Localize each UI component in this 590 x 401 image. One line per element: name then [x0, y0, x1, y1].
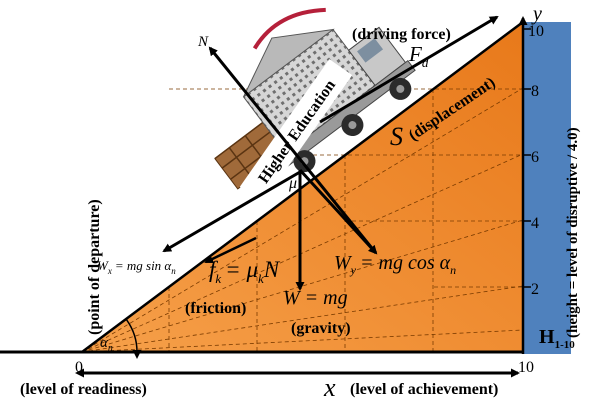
- mu-label: μ: [288, 175, 297, 192]
- parallel-weight-arrow: [162, 170, 301, 253]
- displacement-symbol: S: [390, 122, 403, 151]
- normal-force-arrow: [208, 46, 377, 253]
- y-tick-label: 4: [531, 215, 539, 232]
- height-h-label: H1-10: [539, 326, 575, 351]
- departure-caption: (point of departure): [86, 199, 103, 335]
- achievement-caption: (level of achievement): [350, 381, 498, 398]
- driving-force-symbol: Fd: [408, 42, 429, 70]
- height-caption: (height = level of disruptive / 4.0): [565, 127, 581, 338]
- x-axis-label: x: [323, 373, 336, 401]
- gravity-caption: (gravity): [291, 320, 351, 337]
- origin-label: 0: [75, 359, 83, 376]
- y-tick-marks: [523, 28, 531, 288]
- y-axis-label: y: [531, 3, 542, 25]
- x-end-label: 10: [518, 359, 534, 376]
- wy-equation: Wy= mg cos αn: [334, 252, 456, 277]
- y-tick-label: 8: [531, 83, 539, 100]
- normal-force-label: N: [197, 34, 209, 50]
- gravity-equation: W = mg: [283, 287, 348, 309]
- y-tick-label: 10: [528, 23, 544, 40]
- height-bar: [523, 22, 571, 354]
- perpendicular-weight-arrow: [298, 168, 378, 255]
- friction-equation: fk= μkN: [209, 257, 281, 286]
- wx-equation: Wx= mg sin αn: [97, 258, 176, 276]
- driving-force-arrow: [319, 15, 499, 124]
- angle-arc: [125, 318, 142, 359]
- vehicle-illustration: [214, 7, 416, 190]
- friction-arrow: [204, 236, 257, 264]
- y-tick-label: 2: [531, 281, 539, 298]
- friction-caption: (friction): [185, 300, 246, 317]
- slope-edge: [81, 20, 524, 354]
- angle-label: αn: [100, 335, 113, 354]
- driving-force-caption: (driving force): [352, 26, 451, 43]
- y-tick-label: 6: [531, 149, 539, 166]
- readiness-caption: (level of readiness): [20, 381, 147, 398]
